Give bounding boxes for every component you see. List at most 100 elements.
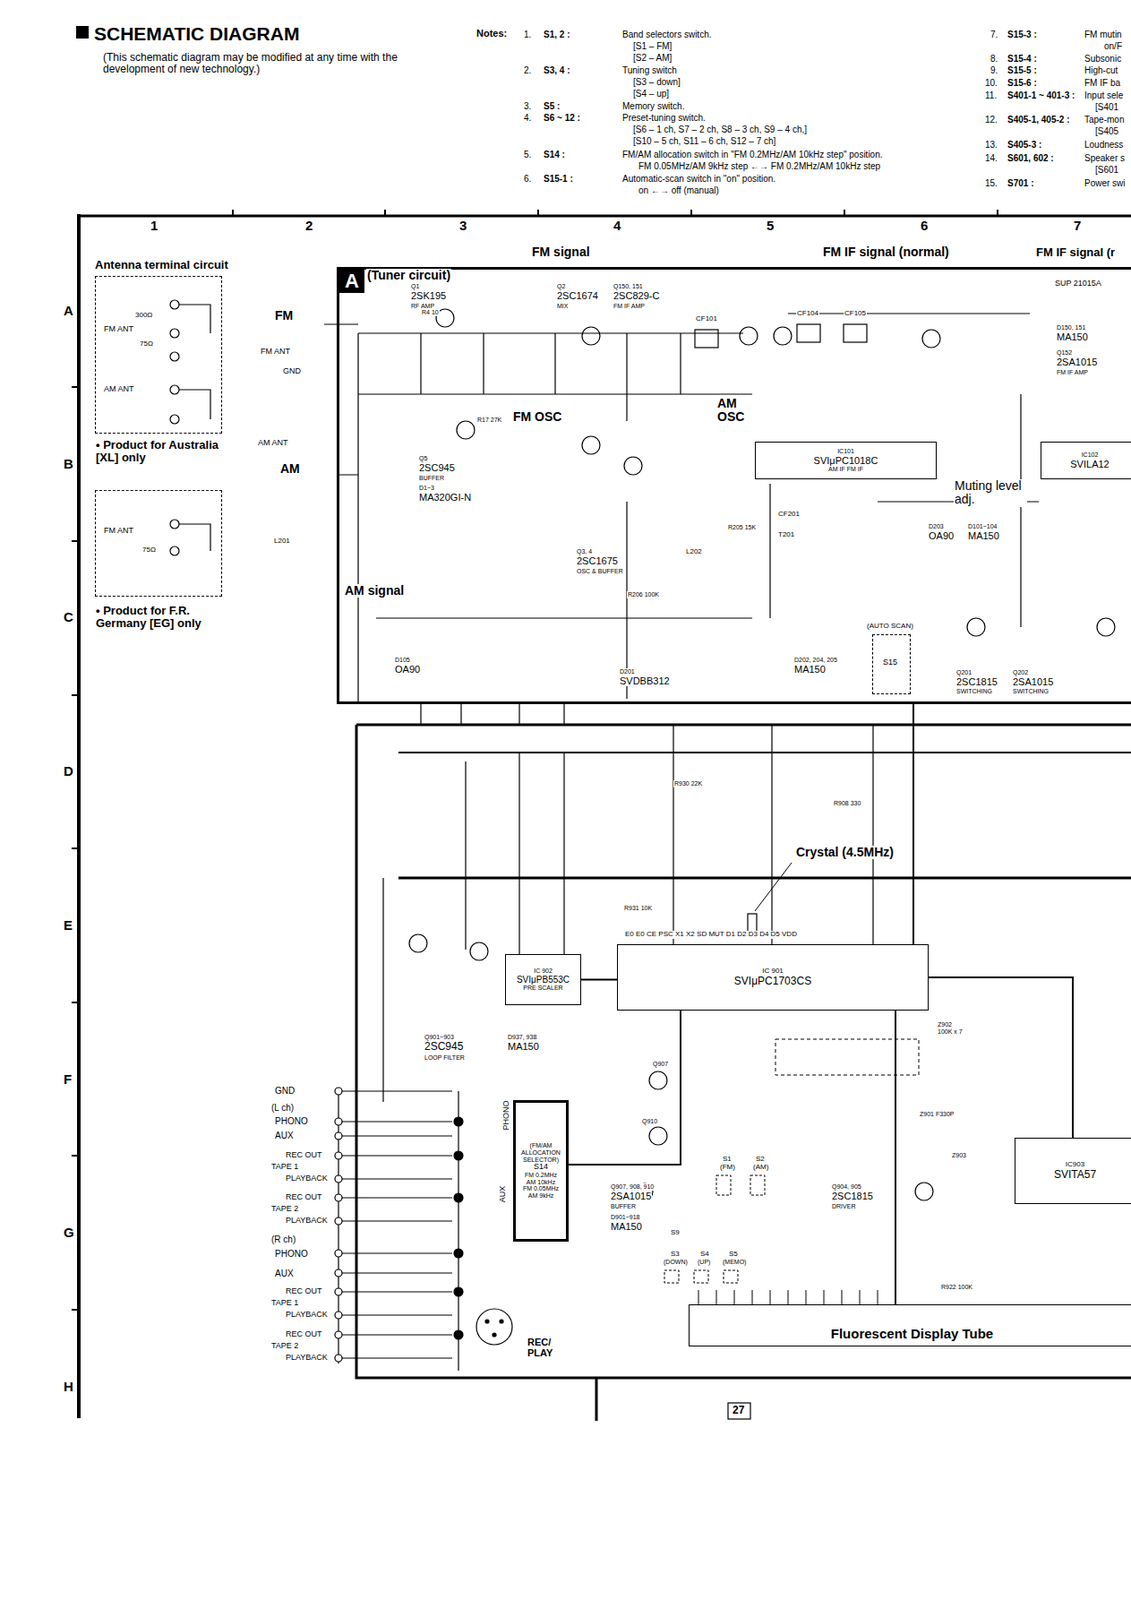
label: S5 : <box>542 101 561 112</box>
bus-line <box>398 876 1131 880</box>
label: Q5 <box>418 454 429 463</box>
label: Z903 <box>951 1151 968 1159</box>
label: BUFFER <box>609 1202 637 1210</box>
label: L202 <box>685 548 703 557</box>
label: 27 <box>731 1404 746 1416</box>
label: 7. <box>989 29 999 40</box>
display-tube-box: Fluorescent Display Tube <box>688 1303 1131 1346</box>
filter-symbol <box>843 324 867 343</box>
label: S15-1 : <box>542 173 575 184</box>
label: 9. <box>989 65 999 76</box>
label: S14 : <box>542 149 566 160</box>
label: 7 <box>1072 218 1082 234</box>
switch-symbol <box>750 1174 765 1195</box>
label: F <box>62 1071 73 1088</box>
label: (MEMO) <box>721 1258 747 1266</box>
label: CF201 <box>777 510 801 519</box>
label: Tape-mon <box>1083 114 1125 125</box>
label: PLAYBACK <box>284 1173 329 1183</box>
label: 2SC1675 <box>575 555 619 566</box>
label: [S405 <box>1094 126 1120 137</box>
label: BUFFER <box>418 474 446 482</box>
label: FM mutin <box>1083 29 1123 40</box>
label: D <box>62 763 75 780</box>
label: REC OUT <box>284 1192 324 1202</box>
label: [S601 <box>1094 164 1120 175</box>
ic-box: IC102SVILA12 <box>1040 441 1131 480</box>
label: 2SC1674 <box>556 290 600 301</box>
ic-box: IC101SVIμPC1018CAM IF FM IF <box>754 441 937 480</box>
label: Tuning switch <box>621 65 678 76</box>
label: Band selectors switch. <box>621 29 713 40</box>
label: AUX <box>274 1268 295 1278</box>
terminal <box>334 1330 343 1338</box>
transistor-symbol <box>773 326 792 345</box>
label: S1 <box>721 1155 733 1164</box>
label: S1, 2 : <box>542 29 571 40</box>
label: OA90 <box>394 663 421 675</box>
label: on ←→ off (manual) <box>637 185 720 196</box>
label: 1 <box>149 218 159 234</box>
label: MA150 <box>793 663 827 675</box>
label: S3, 4 : <box>542 65 571 76</box>
label: 2. <box>522 65 532 76</box>
node-heading: (FM/AM ALLOCATION SELECTOR) <box>519 1141 563 1163</box>
terminal <box>170 385 180 395</box>
selector-box: (FM/AM ALLOCATION SELECTOR)S14FM 0.2MHz … <box>513 1099 569 1242</box>
label: [S1 – FM] <box>632 41 673 52</box>
node-heading: IC102 <box>1081 451 1099 459</box>
label: PHONO <box>274 1248 309 1259</box>
transistor-symbol <box>967 617 986 636</box>
label: TAPE 2 <box>270 1204 300 1214</box>
label: SVDBB312 <box>618 675 671 686</box>
label: MA150 <box>609 1220 643 1232</box>
label: Muting level adj. <box>953 479 1028 507</box>
transistor-symbol <box>922 329 941 348</box>
transistor-symbol <box>649 1126 668 1145</box>
node-heading: IC903 <box>1065 1160 1085 1169</box>
label: D150, 151 <box>1055 324 1087 332</box>
label: S2 <box>754 1155 766 1164</box>
terminal <box>170 299 180 309</box>
terminal <box>334 1268 343 1277</box>
label: (DOWN) <box>662 1258 689 1266</box>
label: Q910 <box>641 1117 659 1125</box>
terminal <box>334 1151 343 1159</box>
node-heading: Antenna terminal circuit <box>94 258 230 272</box>
label: 4 <box>612 218 622 234</box>
label: 3 <box>458 218 468 234</box>
leader-line <box>754 862 792 911</box>
label: REC OUT <box>284 1150 324 1160</box>
node-text: SVITA57 <box>1053 1168 1097 1181</box>
label: 4. <box>522 112 532 123</box>
node-text: AM ANT <box>102 385 136 395</box>
label: 300Ω <box>134 311 154 320</box>
node-heading: IC101 <box>837 447 855 455</box>
label: FM IF AMP <box>1055 368 1089 377</box>
label: R206 100K <box>626 591 660 599</box>
node-text: AM IF FM IF <box>828 465 864 473</box>
transistor-symbol <box>915 1182 934 1200</box>
label: R922 100K <box>940 1283 974 1291</box>
label: Automatic-scan switch in "on" position. <box>621 173 777 184</box>
label: 2SA1015 <box>609 1190 652 1201</box>
label: [S3 – down] <box>632 77 682 87</box>
filter-symbol <box>796 324 821 343</box>
ic-box: IC 901SVIμPC1703CS <box>616 943 929 1011</box>
page-number-box <box>728 1402 751 1419</box>
label: (FM) <box>719 1163 737 1172</box>
label: S6 ~ 12 : <box>542 112 582 123</box>
label: Power swi <box>1083 178 1127 189</box>
label: S701 : <box>1006 178 1035 189</box>
label: H <box>62 1379 75 1395</box>
label: SWITCHING <box>1011 687 1050 695</box>
node-text: S15 <box>882 658 899 668</box>
label: [S4 – up] <box>632 88 670 99</box>
label: R908 330 <box>832 799 862 807</box>
terminal <box>170 519 180 529</box>
node-text: SVILA12 <box>1070 458 1109 470</box>
tuner-wiring <box>324 308 1115 704</box>
label: 2SC1815 <box>955 676 999 687</box>
bus-line <box>356 724 1131 1421</box>
